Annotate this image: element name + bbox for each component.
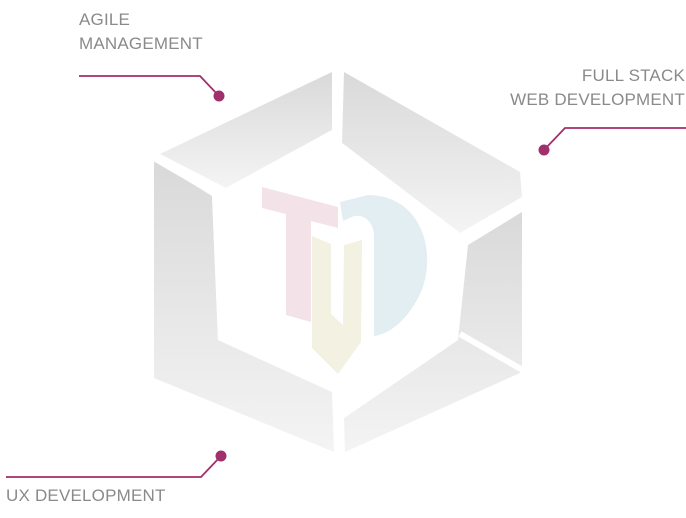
label-fullstack-line2: WEB DEVELOPMENT [510, 88, 685, 112]
label-agile-management: AGILE MANAGEMENT [79, 8, 203, 56]
label-full-stack-web-development: FULL STACK WEB DEVELOPMENT [510, 64, 685, 112]
label-fullstack-line1: FULL STACK [510, 64, 685, 88]
connector-dot-ux [216, 451, 227, 462]
connector-dot-fullstack [539, 145, 550, 156]
label-ux-line1: UX DEVELOPMENT [6, 484, 166, 508]
connector-ux [6, 451, 227, 478]
connector-agile [79, 76, 225, 102]
connector-fullstack [539, 128, 686, 156]
label-ux-development: UX DEVELOPMENT [6, 484, 166, 508]
label-agile-line2: MANAGEMENT [79, 32, 203, 56]
label-agile-line1: AGILE [79, 8, 203, 32]
connector-dot-agile [214, 91, 225, 102]
